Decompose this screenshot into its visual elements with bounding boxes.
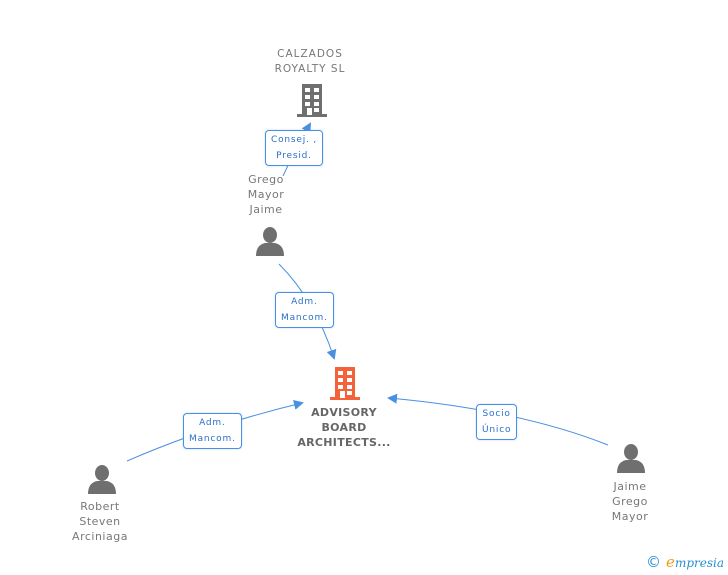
person-icon[interactable]: [616, 444, 646, 473]
building-icon[interactable]: [329, 367, 361, 401]
copyright-icon: ©: [646, 553, 662, 571]
person-icon[interactable]: [87, 465, 117, 494]
node-label-robert-steven-arciniaga[interactable]: Robert Steven Arciniaga: [72, 500, 128, 543]
person-icon[interactable]: [255, 227, 285, 256]
node-label-advisory-board-architects[interactable]: ADVISORY BOARD ARCHITECTS...: [297, 406, 391, 449]
node-label-jaime-grego-mayor[interactable]: Jaime Grego Mayor: [611, 480, 649, 523]
empresia-logo[interactable]: empresia: [666, 553, 724, 571]
brand-rest: mpresia: [674, 556, 724, 570]
brand-initial: e: [666, 553, 675, 571]
edge-label-adm-mancom-robert[interactable]: Adm. Mancom.: [183, 413, 242, 449]
edge-label-consej-presid[interactable]: Consej. , Presid.: [265, 130, 324, 166]
node-label-grego-mayor-jaime[interactable]: Grego Mayor Jaime: [247, 173, 285, 216]
footer-brand: © empresia: [646, 553, 724, 571]
building-icon[interactable]: [296, 84, 328, 118]
edge-label-socio-unico[interactable]: Socio Único: [476, 404, 518, 440]
edge-label-adm-mancom-grego[interactable]: Adm. Mancom.: [275, 292, 334, 328]
node-label-calzados-royalty[interactable]: CALZADOS ROYALTY SL: [274, 48, 346, 75]
